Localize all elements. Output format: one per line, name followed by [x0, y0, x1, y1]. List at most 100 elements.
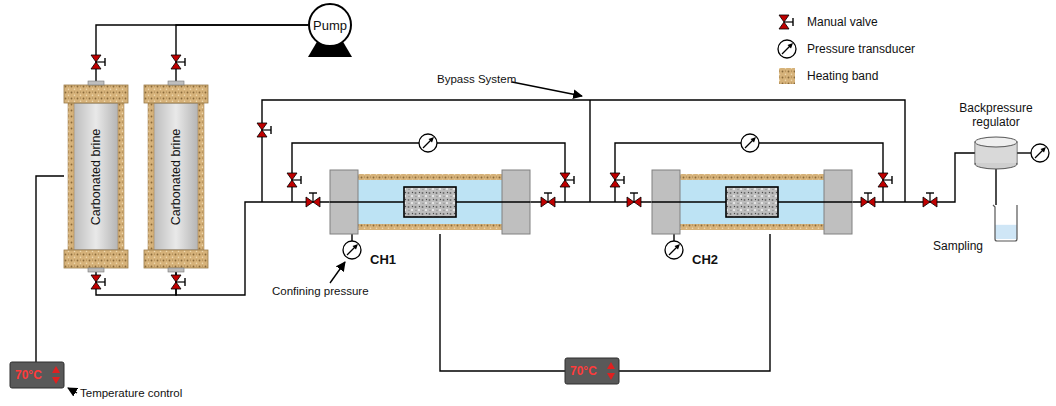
cylinder-port	[88, 81, 104, 85]
manual-valve	[878, 173, 892, 187]
annotation-label: Bypass System	[437, 73, 516, 85]
cylinder-cap	[144, 250, 208, 268]
pump: Pump	[308, 3, 352, 47]
pump-circle	[309, 4, 351, 46]
backpressure-regulator: Backpressure regulator	[975, 137, 1017, 169]
controller-box	[565, 358, 619, 384]
pipe-connector	[619, 234, 770, 371]
core-sample	[726, 187, 778, 217]
manual-valve	[861, 193, 875, 207]
core-holder: CH1	[330, 170, 530, 234]
manual-valve	[610, 173, 624, 187]
heating-band	[198, 103, 204, 250]
legend-text: Pressure transducer	[807, 42, 915, 56]
down-arrow	[607, 373, 615, 380]
legend-item: Heating band	[775, 64, 878, 88]
manual-valve	[91, 55, 105, 69]
manual-valve	[171, 275, 185, 289]
brine-cylinder-label: Carbonated brine	[89, 128, 103, 225]
pipe-connector	[852, 153, 975, 202]
gauge-stem	[1017, 152, 1031, 153]
cylinder-body	[152, 103, 200, 250]
cylinder-port	[168, 268, 184, 272]
heating-band	[68, 103, 74, 250]
sample-liquid	[995, 225, 1017, 239]
heating-band	[148, 103, 154, 250]
manual-valve	[560, 173, 574, 187]
pressure-transducer	[343, 241, 361, 259]
gauge-stem	[351, 234, 352, 241]
brine-cylinder: Carbonated brine	[144, 85, 208, 268]
legend-text: Manual valve	[807, 15, 878, 29]
pipe-connector	[96, 25, 308, 85]
core-holder-label: CH1	[370, 252, 396, 267]
sampling-beaker-label: Sampling	[933, 239, 983, 253]
annotation-label: Temperature control	[80, 387, 182, 399]
sampling-beaker: Sampling	[993, 205, 1019, 241]
legend-item: Pressure transducer	[775, 37, 915, 61]
legend-sample	[775, 64, 799, 88]
manual-valve	[91, 275, 105, 289]
core-holder-shape	[652, 170, 852, 234]
manual-valve	[627, 193, 641, 207]
pressure-transducer	[665, 241, 683, 259]
manual-valve	[171, 55, 185, 69]
pressure-transducer	[741, 134, 759, 152]
valves	[91, 55, 937, 289]
core-holder: CH2	[652, 170, 852, 234]
up-arrow	[52, 366, 60, 373]
brine-cylinder-label: Carbonated brine	[169, 128, 183, 225]
pressure-transducer	[1031, 144, 1049, 162]
temperature-controller-label: 70°C	[15, 362, 42, 388]
valve-symbol	[779, 15, 793, 29]
manual-valve	[923, 193, 937, 207]
manual-valve	[541, 193, 555, 207]
legend-text: Heating band	[807, 69, 878, 83]
pipe-connector	[36, 176, 64, 362]
pipe-connector	[176, 25, 308, 85]
core-sample	[404, 187, 456, 217]
gauges	[343, 134, 1049, 259]
leader-line	[68, 388, 77, 393]
gauge-symbol	[778, 40, 796, 58]
temperature-controller: 70°C	[565, 358, 619, 384]
bypass-line	[589, 100, 590, 202]
cylinder-port	[168, 81, 184, 85]
controller-box	[10, 362, 64, 388]
pump-label: Pump	[313, 18, 347, 33]
heating-band	[680, 224, 824, 230]
manual-valve	[287, 173, 301, 187]
regulator-top	[975, 137, 1017, 147]
down-arrow	[52, 377, 60, 384]
legend-sample	[775, 10, 799, 34]
core-holder-shape	[330, 170, 530, 234]
beaker-outline	[993, 205, 1017, 241]
heating-band	[358, 224, 502, 230]
manual-valve	[306, 193, 320, 207]
pressure-transducer	[419, 134, 437, 152]
up-arrow	[607, 362, 615, 369]
manual-valve	[257, 123, 271, 137]
cylinder-port	[88, 268, 104, 272]
cylinder-cap	[144, 85, 208, 103]
cylinder-cap	[64, 250, 128, 268]
pipe-connector	[440, 234, 565, 371]
sampling-beaker-shape	[993, 205, 1019, 241]
core-holder-label: CH2	[692, 252, 718, 267]
heating-band-swatch	[779, 68, 795, 84]
annotation-label: Confining pressure	[272, 285, 369, 297]
pipe-connector	[995, 169, 996, 205]
leader-line	[512, 82, 582, 96]
pipes	[68, 82, 1031, 393]
leader-line	[330, 262, 345, 283]
backpressure-regulator-shape	[975, 137, 1017, 169]
pipe-connector	[96, 268, 176, 295]
heating-band	[118, 103, 124, 250]
brine-cylinder: Carbonated brine	[64, 85, 128, 268]
cylinder-body	[72, 103, 120, 250]
backpressure-regulator-label: Backpressure regulator	[944, 101, 1048, 129]
temperature-controller-label: 70°C	[570, 358, 597, 384]
heating-band	[680, 174, 824, 180]
gauge-stem	[673, 234, 674, 241]
